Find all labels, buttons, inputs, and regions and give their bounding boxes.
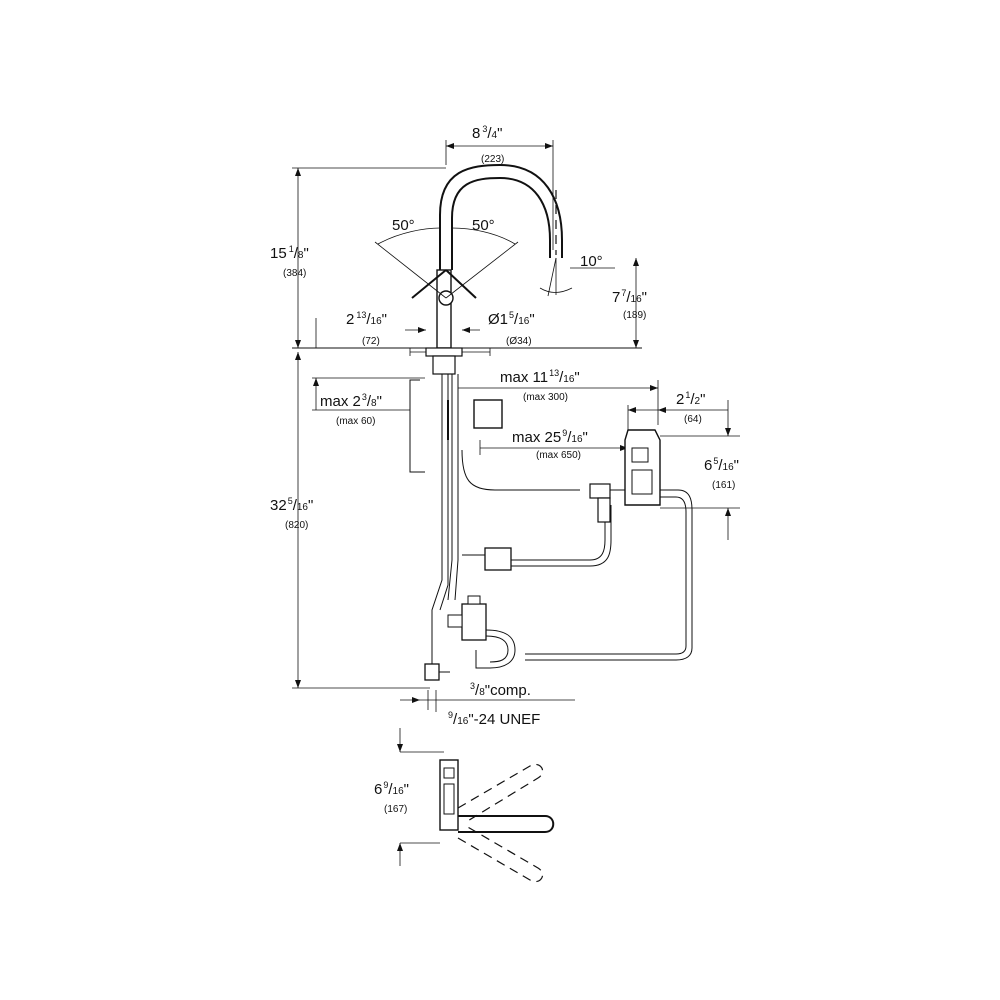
max-hose-distance-mm: (max 650) bbox=[536, 450, 581, 461]
base-diameter-label: Ø15/16" bbox=[488, 310, 535, 328]
max-deck-label: max 23/8" bbox=[320, 392, 382, 410]
spout-angle-label: 10° bbox=[580, 253, 603, 270]
top-view-spout bbox=[458, 815, 555, 833]
max-deck-mm: (max 60) bbox=[336, 416, 375, 427]
total-height-mm: (384) bbox=[283, 268, 306, 279]
box-height-label: 65/16" bbox=[704, 456, 739, 474]
base-diameter-mm: (Ø34) bbox=[506, 336, 532, 347]
mounting-bracket bbox=[409, 379, 425, 473]
mounting-shank bbox=[432, 355, 456, 375]
spout bbox=[439, 163, 563, 270]
box-height-mm: (161) bbox=[712, 480, 735, 491]
spout-swivel-up bbox=[457, 763, 544, 823]
top-view-offset-mm: (167) bbox=[384, 804, 407, 815]
outlet-height-label: 77/16" bbox=[612, 288, 647, 306]
faucet-body bbox=[436, 269, 452, 349]
max-box-distance-label: max 1113/16" bbox=[500, 368, 580, 386]
base-width-mm: (72) bbox=[362, 336, 380, 347]
max-box-distance-mm: (max 300) bbox=[523, 392, 568, 403]
under-sink-label: 325/16" bbox=[270, 496, 313, 514]
hose-cold bbox=[431, 374, 443, 680]
comp-connection-label: 3/8"comp. bbox=[470, 681, 531, 699]
lever-angle-right-label: 50° bbox=[472, 217, 495, 234]
angle-valve bbox=[424, 663, 440, 681]
tee-fitting bbox=[589, 483, 611, 499]
faucet-side-view bbox=[292, 163, 642, 375]
power-cable bbox=[525, 489, 693, 661]
faucet-top-view bbox=[397, 728, 555, 883]
sensor-box bbox=[473, 399, 503, 429]
thread-connection-label: 9/16"-24 UNEF bbox=[448, 710, 540, 728]
hose-weight bbox=[484, 547, 512, 571]
thermostatic-valve bbox=[461, 603, 487, 641]
max-hose-distance-label: max 259/16" bbox=[512, 428, 588, 446]
spout-swivel-down bbox=[457, 825, 544, 883]
under-sink-mm: (820) bbox=[285, 520, 308, 531]
base-ring bbox=[425, 347, 463, 357]
dimension-lines bbox=[292, 140, 740, 712]
pullout-hose-loop bbox=[461, 449, 580, 491]
lever-angle-left-label: 50° bbox=[392, 217, 415, 234]
outlet-height-mm: (189) bbox=[623, 310, 646, 321]
under-counter-components bbox=[409, 374, 693, 681]
box-width-mm: (64) bbox=[684, 414, 702, 425]
lever-left bbox=[411, 269, 447, 299]
spout-reach-mm: (223) bbox=[481, 154, 504, 165]
box-width-label: 21/2" bbox=[676, 390, 705, 408]
lever-right bbox=[445, 269, 477, 299]
top-view-offset-label: 69/16" bbox=[374, 780, 409, 798]
